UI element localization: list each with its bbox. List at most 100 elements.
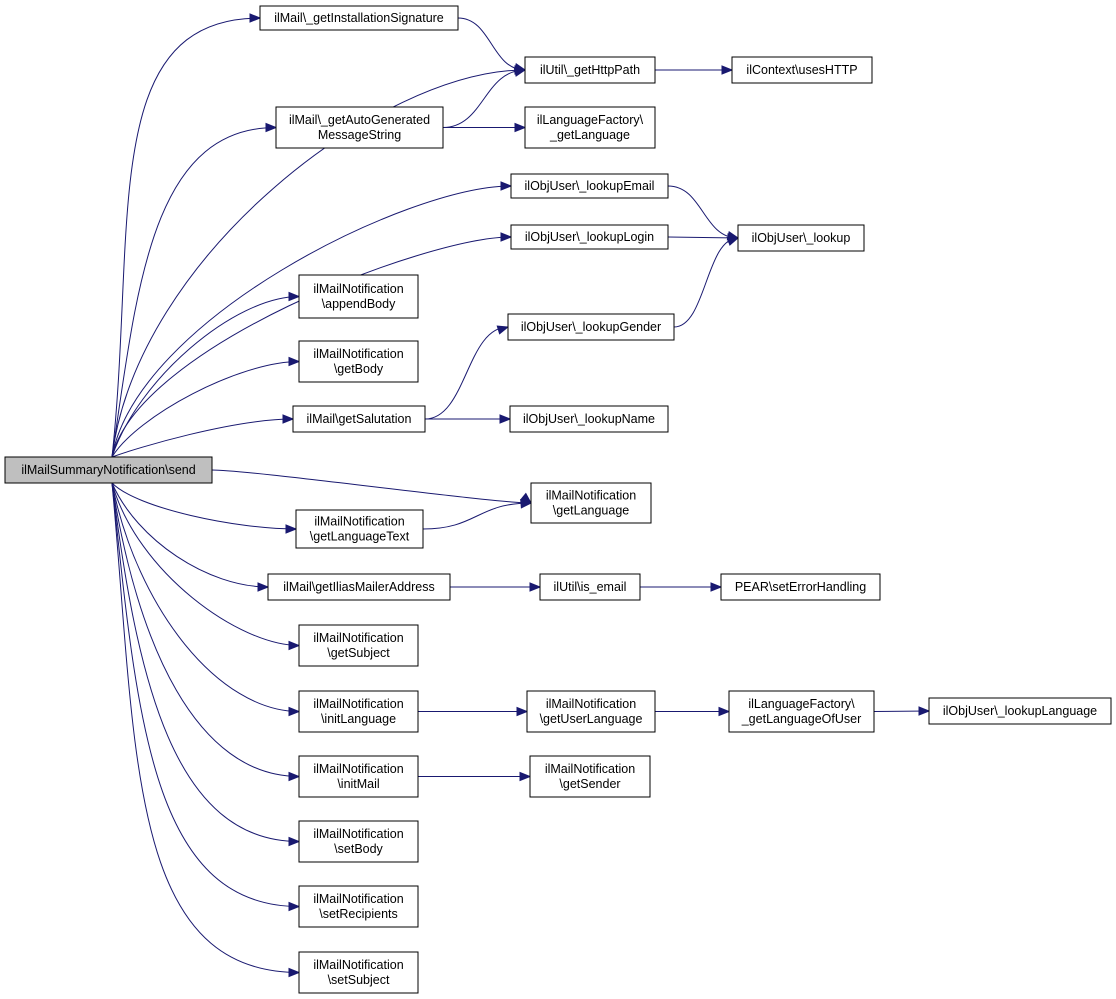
node-label-get-user-language-2: \getUserLanguage <box>540 712 643 726</box>
node-label-get-subject-1: ilMailNotification <box>313 631 403 645</box>
edge-get-language-text-to-get-language-arrowhead <box>520 499 533 509</box>
node-box-get-body[interactable] <box>298 340 419 383</box>
edge-lookup-email-to-lookup <box>667 185 739 239</box>
node-label-is-email-1: ilUtil\is_email <box>554 580 627 594</box>
node-box-install-sig[interactable] <box>259 5 459 31</box>
edge-root-to-lookup-login-arrowhead <box>500 232 513 242</box>
node-box-set-recipients[interactable] <box>298 885 419 928</box>
edge-init-language-to-get-user-language-arrowhead <box>516 706 529 717</box>
edge-root-to-init-mail-arrowhead <box>288 771 301 782</box>
node-get-user-language[interactable]: ilMailNotification\getUserLanguage <box>526 690 656 733</box>
node-get-salutation[interactable]: ilMail\getSalutation <box>292 405 426 433</box>
node-box-get-language[interactable] <box>530 482 652 524</box>
edge-root-to-lookup-login <box>111 236 512 458</box>
node-box-uses-http[interactable] <box>731 56 873 84</box>
node-get-body[interactable]: ilMailNotification\getBody <box>298 340 419 383</box>
node-lookup-email[interactable]: ilObjUser\_lookupEmail <box>510 173 669 199</box>
node-http-path[interactable]: ilUtil\_getHttpPath <box>524 56 656 84</box>
node-box-lookup-email[interactable] <box>510 173 669 199</box>
edge-root-to-set-subject <box>111 482 300 973</box>
node-label-append-body-1: ilMailNotification <box>313 282 403 296</box>
node-lookup-gender[interactable]: ilObjUser\_lookupGender <box>507 313 675 341</box>
node-pear-error[interactable]: PEAR\setErrorHandling <box>720 573 881 601</box>
node-box-get-subject[interactable] <box>298 624 419 667</box>
node-is-email[interactable]: ilUtil\is_email <box>539 573 641 601</box>
node-box-lang-of-user[interactable] <box>728 690 875 733</box>
node-box-get-user-language[interactable] <box>526 690 656 733</box>
node-box-get-language-text[interactable] <box>295 509 424 549</box>
node-label-lookup-1: ilObjUser\_lookup <box>752 231 851 245</box>
edge-root-to-get-subject-arrowhead <box>288 640 301 651</box>
node-get-sender[interactable]: ilMailNotification\getSender <box>529 755 651 798</box>
node-box-pear-error[interactable] <box>720 573 881 601</box>
node-box-lookup-language[interactable] <box>928 697 1112 725</box>
node-init-language[interactable]: ilMailNotification\initLanguage <box>298 690 419 733</box>
edge-get-language-text-to-get-language <box>422 502 532 530</box>
node-label-lookup-gender-1: ilObjUser\_lookupGender <box>521 320 661 334</box>
node-box-set-subject[interactable] <box>298 951 419 994</box>
node-label-get-body-2: \getBody <box>334 362 384 376</box>
edge-root-to-mailer-address-arrowhead <box>257 582 270 592</box>
node-lookup[interactable]: ilObjUser\_lookup <box>737 224 865 252</box>
node-mailer-address[interactable]: ilMail\getIliasMailerAddress <box>267 573 451 601</box>
node-set-body[interactable]: ilMailNotification\setBody <box>298 820 419 863</box>
node-box-root[interactable] <box>4 456 213 484</box>
node-get-language[interactable]: ilMailNotification\getLanguage <box>530 482 652 524</box>
node-lookup-name[interactable]: ilObjUser\_lookupName <box>509 405 669 433</box>
node-label-get-salutation-1: ilMail\getSalutation <box>307 412 412 426</box>
node-set-subject[interactable]: ilMailNotification\setSubject <box>298 951 419 994</box>
node-get-subject[interactable]: ilMailNotification\getSubject <box>298 624 419 667</box>
edge-root-to-lookup-email <box>111 185 512 458</box>
edge-root-to-get-subject <box>111 482 300 646</box>
edge-root-to-auto-gen <box>111 127 277 458</box>
node-box-lookup-login[interactable] <box>510 224 669 250</box>
edge-root-to-append-body <box>111 296 300 458</box>
node-label-lang-factory-2: _getLanguage <box>549 128 630 142</box>
edge-root-to-lookup-email-arrowhead <box>500 181 513 191</box>
node-root[interactable]: ilMailSummaryNotification\send <box>4 456 213 484</box>
node-install-sig[interactable]: ilMail\_getInstallationSignature <box>259 5 459 31</box>
node-box-lookup-gender[interactable] <box>507 313 675 341</box>
edge-root-to-set-body-arrowhead <box>288 836 301 847</box>
node-lookup-language[interactable]: ilObjUser\_lookupLanguage <box>928 697 1112 725</box>
node-lang-of-user[interactable]: ilLanguageFactory\_getLanguageOfUser <box>728 690 875 733</box>
node-label-set-recipients-1: ilMailNotification <box>313 892 403 906</box>
node-get-language-text[interactable]: ilMailNotification\getLanguageText <box>295 509 424 549</box>
node-label-init-language-2: \initLanguage <box>321 712 396 726</box>
node-lang-factory[interactable]: ilLanguageFactory\_getLanguage <box>524 106 656 149</box>
node-box-http-path[interactable] <box>524 56 656 84</box>
node-box-auto-gen[interactable] <box>275 106 444 149</box>
node-label-mailer-address-1: ilMail\getIliasMailerAddress <box>283 580 434 594</box>
node-set-recipients[interactable]: ilMailNotification\setRecipients <box>298 885 419 928</box>
node-uses-http[interactable]: ilContext\usesHTTP <box>731 56 873 84</box>
node-label-lookup-language-1: ilObjUser\_lookupLanguage <box>943 704 1097 718</box>
nodes-layer: ilMailSummaryNotification\send ilMail\_ge… <box>4 5 1112 994</box>
edge-install-sig-to-http-path <box>457 17 526 71</box>
node-box-lookup[interactable] <box>737 224 865 252</box>
node-box-lang-factory[interactable] <box>524 106 656 149</box>
edge-auto-gen-to-lang-factory-arrowhead <box>514 122 527 133</box>
node-label-lang-of-user-2: _getLanguageOfUser <box>741 712 862 726</box>
node-label-set-subject-2: \setSubject <box>328 973 390 987</box>
node-box-mailer-address[interactable] <box>267 573 451 601</box>
node-append-body[interactable]: ilMailNotification\appendBody <box>298 274 419 319</box>
node-box-get-salutation[interactable] <box>292 405 426 433</box>
node-lookup-login[interactable]: ilObjUser\_lookupLogin <box>510 224 669 250</box>
edge-lookup-gender-to-lookup-arrowhead <box>726 236 740 246</box>
node-label-init-mail-1: ilMailNotification <box>313 762 403 776</box>
node-box-lookup-name[interactable] <box>509 405 669 433</box>
node-label-auto-gen-1: ilMail\_getAutoGenerated <box>289 113 430 127</box>
edge-root-to-init-language-arrowhead <box>288 706 301 717</box>
node-box-init-mail[interactable] <box>298 755 419 798</box>
node-box-get-sender[interactable] <box>529 755 651 798</box>
node-box-append-body[interactable] <box>298 274 419 319</box>
edge-root-to-init-mail <box>111 482 300 777</box>
node-init-mail[interactable]: ilMailNotification\initMail <box>298 755 419 798</box>
node-box-init-language[interactable] <box>298 690 419 733</box>
node-label-lookup-login-1: ilObjUser\_lookupLogin <box>525 230 654 244</box>
node-box-is-email[interactable] <box>539 573 641 601</box>
node-label-get-language-1: ilMailNotification <box>546 489 636 503</box>
node-box-set-body[interactable] <box>298 820 419 863</box>
edge-get-salutation-to-lookup-name-arrowhead <box>499 414 512 424</box>
